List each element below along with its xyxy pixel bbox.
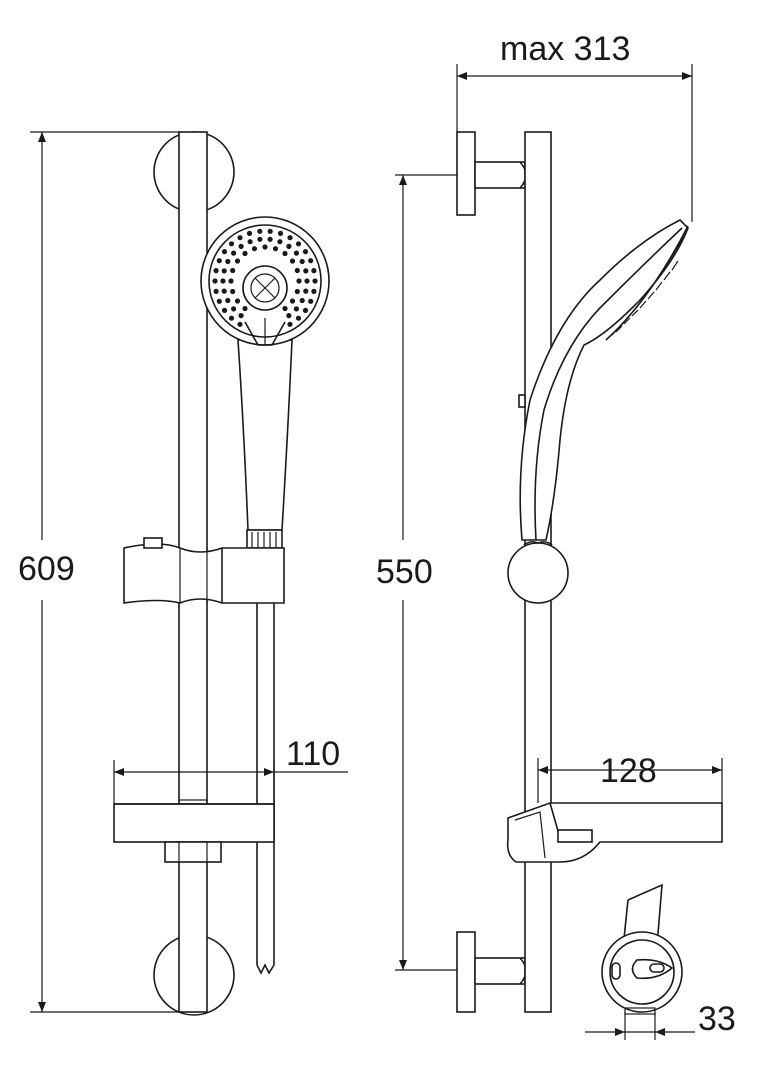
spray-nozzle (257, 228, 263, 234)
spray-nozzle (238, 243, 244, 249)
spray-nozzle (230, 288, 236, 295)
spray-face-nozzles (212, 228, 318, 327)
side-soap-dish (506, 802, 723, 863)
spray-nozzle (228, 278, 234, 284)
dimension-label-110: 110 (286, 735, 340, 773)
spray-nozzle (234, 298, 241, 304)
spray-nozzle (272, 246, 279, 252)
spray-nozzle (287, 321, 293, 327)
spray-nozzle (237, 235, 243, 241)
spray-nozzle (302, 307, 309, 313)
dimension-soap-dish-depth: 128 (537, 752, 723, 803)
spray-nozzle (228, 315, 235, 321)
spray-nozzle (221, 249, 228, 255)
spray-nozzle (221, 307, 228, 313)
spray-nozzle (293, 306, 299, 312)
spray-nozzle (212, 278, 218, 284)
spray-nozzle (311, 288, 317, 294)
spray-nozzle (220, 278, 226, 284)
front-view: 609 110 (18, 131, 348, 1016)
dimension-bracket-offset: 33 (585, 1000, 736, 1040)
spray-nozzle (289, 258, 296, 264)
dimension-max-projection: max 313 (456, 30, 693, 222)
spray-nozzle (308, 258, 314, 264)
spray-nozzle (231, 250, 237, 256)
spray-nozzle (231, 306, 237, 312)
spray-nozzle (228, 241, 235, 247)
dimension-label-128: 128 (600, 752, 657, 790)
dimension-label-609: 609 (18, 550, 75, 588)
spray-nozzle (251, 246, 258, 252)
front-slider-holder (123, 537, 285, 604)
dimension-total-height: 609 (18, 131, 180, 1013)
dimension-label-33: 33 (698, 1000, 736, 1038)
spray-nozzle (289, 298, 296, 304)
spray-nozzle (262, 244, 268, 250)
dimension-label-550: 550 (376, 553, 433, 591)
spray-nozzle (294, 288, 300, 295)
spray-nozzle (293, 250, 299, 256)
side-top-wall-bracket (456, 131, 527, 216)
side-spray-face (615, 260, 679, 333)
spray-nozzle (286, 243, 292, 249)
side-view: 550 max 313 128 (376, 30, 723, 1013)
dimension-soap-dish-width: 110 (113, 735, 348, 804)
spray-nozzle (311, 268, 317, 274)
spray-nozzle (282, 250, 288, 257)
side-hand-shower (518, 219, 689, 541)
spray-nozzle (277, 230, 284, 236)
spray-nozzle (238, 313, 244, 319)
spray-nozzle (267, 228, 273, 234)
spray-nozzle (277, 239, 283, 245)
spray-nozzle (303, 288, 309, 294)
spray-nozzle (257, 236, 263, 242)
dimension-label-max-313: max 313 (500, 30, 630, 68)
spray-nozzle (267, 236, 273, 242)
spray-nozzle (308, 298, 314, 304)
spray-nozzle (247, 239, 253, 245)
front-soap-dish (113, 799, 275, 863)
spray-nozzle (299, 258, 305, 265)
spray-nozzle (287, 235, 293, 241)
spray-nozzle (221, 268, 227, 274)
spray-nozzle (221, 288, 227, 294)
spray-nozzle (225, 258, 231, 265)
spray-nozzle (282, 305, 288, 312)
spray-nozzle (299, 297, 305, 304)
spray-nozzle (225, 297, 231, 304)
spray-nozzle (242, 250, 248, 257)
spray-nozzle (296, 278, 302, 284)
spray-nozzle (312, 278, 318, 284)
spray-nozzle (234, 258, 241, 264)
spray-nozzle (295, 315, 302, 321)
side-bottom-wall-bracket (456, 931, 527, 1013)
hose-nut (251, 532, 277, 547)
spray-nozzle (302, 249, 309, 255)
spray-nozzle (303, 268, 309, 274)
spray-nozzle (246, 230, 253, 236)
spray-nozzle (216, 258, 222, 264)
dimension-rail-length: 550 (376, 174, 457, 971)
spray-nozzle (242, 305, 248, 312)
spray-nozzle (286, 313, 292, 319)
spray-nozzle (213, 268, 219, 274)
spray-nozzle (294, 267, 300, 274)
side-slider-holder (507, 541, 569, 604)
spray-nozzle (230, 267, 236, 274)
spray-nozzle (237, 321, 243, 327)
spray-nozzle (295, 241, 302, 247)
front-hose (256, 600, 275, 975)
spray-nozzle (304, 278, 310, 284)
spray-nozzle (216, 298, 222, 304)
bracket-detail-view (601, 883, 683, 1015)
spray-nozzle (213, 288, 219, 294)
front-hand-shower (200, 216, 330, 549)
